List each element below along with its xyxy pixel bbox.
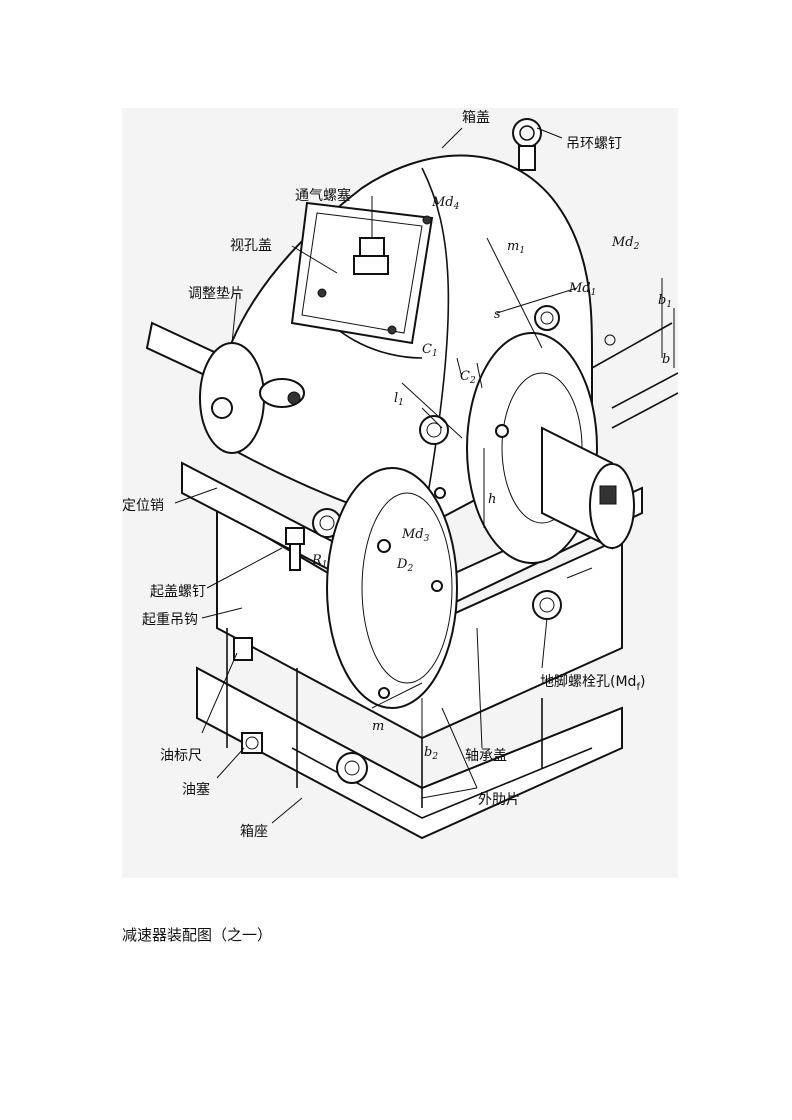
label-vent-plug: 通气螺塞	[295, 187, 351, 204]
reducer-drawing	[145, 118, 678, 840]
symbol-l1: l1	[394, 391, 404, 408]
figure-caption: 减速器装配图（之一）	[122, 926, 273, 944]
label-sight-hole-cover: 视孔盖	[230, 238, 272, 254]
reducer-assembly-diagram: 箱盖 吊环螺钉 通气螺塞 视孔盖 调整垫片 定位销 起盖螺钉 起重吊钩 油标尺 …	[122, 108, 678, 878]
symbol-r1: R1	[311, 553, 328, 570]
symbol-b: b	[662, 352, 670, 367]
symbol-md2: Md2	[611, 235, 640, 252]
symbol-md3: Md3	[401, 527, 430, 544]
label-oil-dipstick: 油标尺	[160, 748, 202, 764]
symbol-c1: C1	[422, 342, 438, 359]
label-locating-pin: 定位销	[122, 498, 164, 514]
label-cover-jack-screw: 起盖螺钉	[150, 584, 206, 600]
label-box-cover: 箱盖	[462, 110, 490, 126]
label-lifting-hook: 起重吊钩	[142, 612, 198, 628]
label-bearing-cover: 轴承盖	[465, 748, 507, 764]
symbol-s: s	[494, 307, 501, 322]
symbol-d2: D2	[396, 557, 413, 574]
label-outer-rib: 外肋片	[478, 792, 520, 808]
symbol-b2: b2	[424, 745, 438, 762]
symbol-m: m	[372, 719, 384, 734]
symbol-b1: b1	[658, 293, 672, 310]
symbol-md4: Md4	[431, 195, 460, 212]
symbol-c2: C2	[460, 369, 476, 386]
leader-lines	[174, 127, 563, 824]
symbol-md1: Md1	[568, 281, 596, 298]
symbol-m1: m1	[507, 239, 525, 256]
label-box-base: 箱座	[240, 824, 268, 840]
label-oil-plug: 油塞	[182, 781, 210, 798]
symbol-h: h	[488, 492, 496, 507]
label-lifting-eye-screw: 吊环螺钉	[566, 136, 622, 152]
label-adjusting-shim: 调整垫片	[188, 286, 244, 302]
label-foundation-bolt-hole: 地脚螺栓孔(Mdf)	[540, 674, 645, 693]
